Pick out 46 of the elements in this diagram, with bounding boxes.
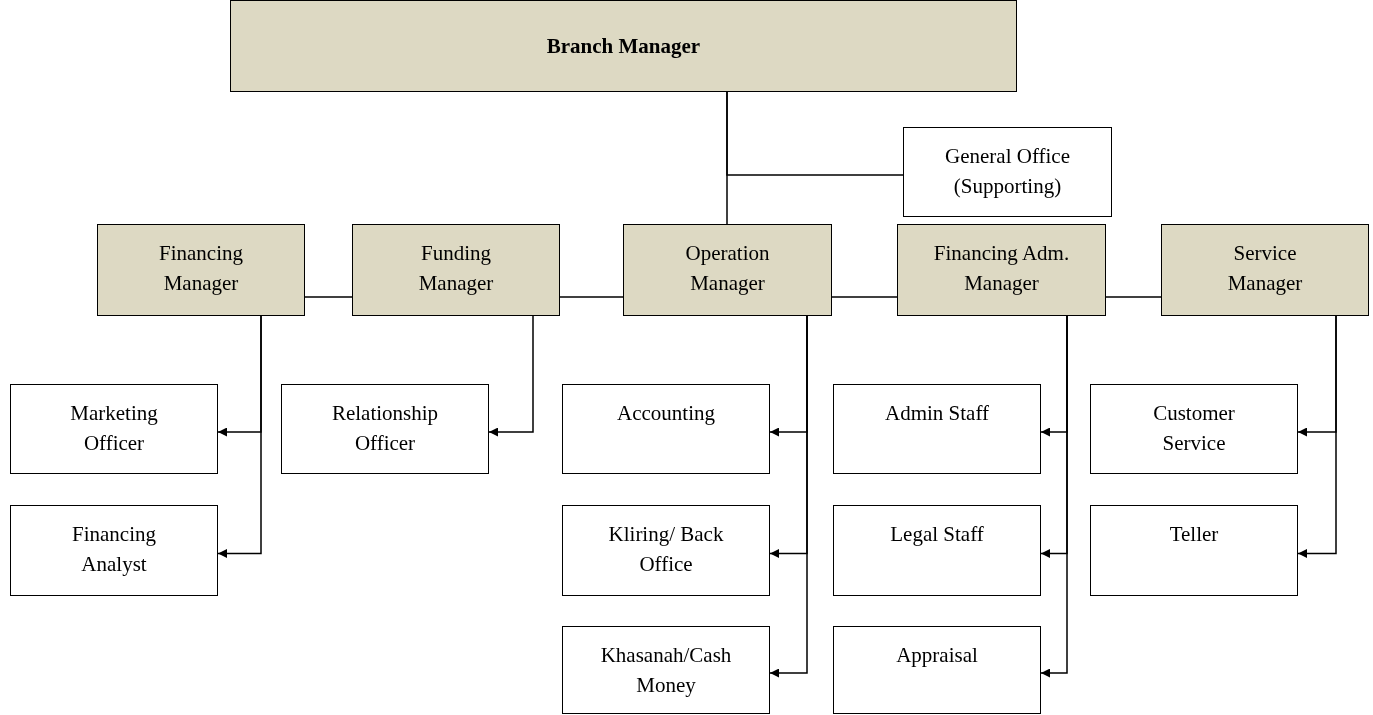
arrow	[1040, 315, 1068, 678]
arrow	[488, 315, 534, 437]
role-title: Appraisal	[896, 642, 978, 669]
arrow	[1297, 315, 1337, 558]
arrow	[217, 315, 262, 558]
staff-box	[562, 505, 770, 596]
role-title: General Office (Supporting)	[944, 143, 1071, 200]
role-title: Customer Service	[1152, 400, 1236, 457]
connector-line	[831, 296, 898, 298]
staff-box	[1090, 505, 1298, 596]
connector-line	[1105, 296, 1162, 298]
role-title: Admin Staff	[885, 400, 989, 427]
manager-box	[623, 224, 832, 316]
connector-line	[726, 91, 904, 176]
role-title: Funding Manager	[417, 240, 495, 297]
connector-line	[559, 296, 624, 298]
manager-box	[352, 224, 560, 316]
staff-box	[562, 384, 770, 474]
staff-box	[562, 626, 770, 714]
staff-box	[833, 505, 1041, 596]
role-title: Khasanah/Cash Money	[599, 642, 733, 699]
staff-box	[903, 127, 1112, 217]
manager-box	[1161, 224, 1369, 316]
role-title: Teller	[1169, 521, 1219, 548]
staff-box	[10, 505, 218, 596]
staff-box	[833, 384, 1041, 474]
role-title: Service Manager	[1226, 240, 1304, 297]
role-title: Kliring/ Back Office	[607, 521, 725, 578]
role-title: Marketing Officer	[69, 400, 159, 457]
role-title: Branch Manager	[546, 33, 701, 60]
role-title: Financing Adm. Manager	[932, 240, 1071, 297]
manager-box	[897, 224, 1106, 316]
manager-box	[97, 224, 305, 316]
connector-line	[304, 296, 353, 298]
role-title: Financing Analyst	[71, 521, 157, 578]
staff-box	[1090, 384, 1298, 474]
manager-box	[230, 0, 1017, 92]
role-title: Operation Manager	[684, 240, 771, 297]
role-title: Legal Staff	[890, 521, 984, 548]
arrow	[769, 315, 808, 678]
staff-box	[10, 384, 218, 474]
staff-box	[281, 384, 489, 474]
role-title: Accounting	[617, 400, 715, 427]
role-title: Financing Manager	[158, 240, 244, 297]
staff-box	[833, 626, 1041, 714]
role-title: Relationship Officer	[330, 400, 440, 457]
